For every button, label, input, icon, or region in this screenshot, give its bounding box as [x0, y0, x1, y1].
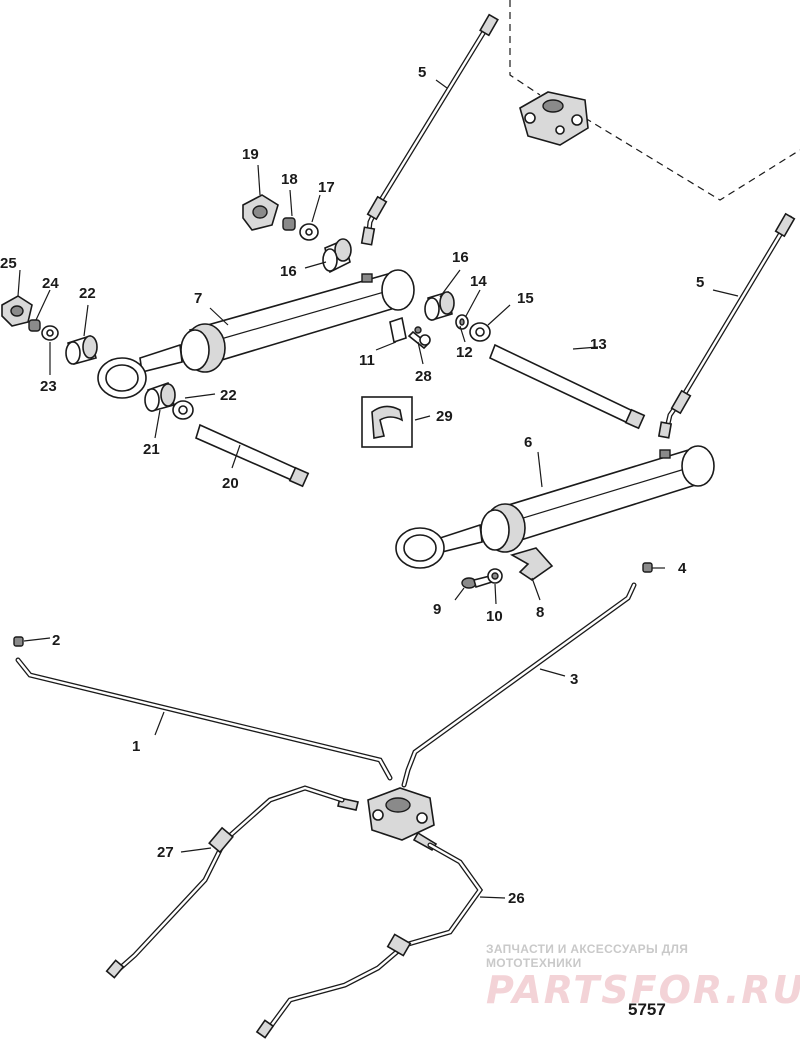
- callout-23: 23: [40, 378, 57, 395]
- reference-dashed-lines: [509, 0, 800, 201]
- diagram-number: 5757: [628, 1000, 666, 1019]
- callout-29: 29: [436, 408, 453, 425]
- part-1-line: [15, 657, 393, 781]
- part-22-bushing-left: [65, 334, 98, 365]
- part-6-steering-cylinder: [395, 445, 715, 569]
- part-25-nut-cap: [1, 295, 33, 327]
- part-5-hose-upper: [360, 13, 499, 246]
- part-21-bushing: [144, 381, 176, 412]
- part-16-bushing-right: [424, 290, 455, 322]
- callout-10: 10: [486, 608, 503, 625]
- watermark-brand-logo: PARTSFOR.RU: [486, 968, 800, 1012]
- callout-3: 3: [570, 671, 578, 688]
- callout-2: 2: [52, 632, 60, 649]
- callout-26: 26: [508, 890, 525, 907]
- callout-14: 14: [470, 273, 487, 290]
- callout-18: 18: [281, 171, 298, 188]
- part-18-nut: [282, 217, 296, 231]
- part-23-washer: [41, 325, 59, 341]
- part-24-nut: [28, 319, 41, 332]
- callout-labels: 1 2 3 4 5 5 6 7 8 9 10 11 12 13 14 15 16…: [0, 64, 704, 907]
- callout-6: 6: [524, 434, 532, 451]
- callout-27: 27: [157, 844, 174, 861]
- callout-19: 19: [242, 146, 259, 163]
- callout-12: 12: [456, 344, 473, 361]
- callout-13: 13: [590, 336, 607, 353]
- callout-5-upper: 5: [418, 64, 426, 81]
- callout-22-left: 22: [79, 285, 96, 302]
- callout-17: 17: [318, 179, 335, 196]
- part-4-fitting: [642, 562, 653, 573]
- callout-16-upper: 16: [280, 263, 297, 280]
- callout-8: 8: [536, 604, 544, 621]
- callout-24: 24: [42, 275, 59, 292]
- part-12-washer: [419, 334, 431, 346]
- part-14-ring: [455, 314, 469, 330]
- part-17-washer: [299, 223, 319, 241]
- callout-21: 21: [143, 441, 160, 458]
- part-2-fitting: [13, 636, 24, 647]
- callout-9: 9: [433, 601, 441, 618]
- part-10-lockwasher: [487, 568, 503, 584]
- part-26-hose: [255, 842, 484, 1039]
- helm-pump: [337, 787, 438, 852]
- callout-7: 7: [194, 290, 202, 307]
- callout-5-right: 5: [696, 274, 704, 291]
- callout-25: 25: [0, 255, 17, 272]
- part-7-steering-cylinder: [97, 269, 415, 399]
- callout-1: 1: [132, 738, 140, 755]
- part-8-clip: [509, 547, 554, 581]
- leader-lines: [17, 79, 739, 899]
- callout-16-right: 16: [452, 249, 469, 266]
- part-20-tube: [195, 423, 310, 488]
- part-16-bushing-upper: [322, 238, 352, 274]
- callout-15: 15: [517, 290, 534, 307]
- part-3-line: [401, 582, 637, 788]
- part-5-hose-right: [657, 212, 796, 439]
- callout-11: 11: [359, 352, 375, 369]
- callout-4: 4: [678, 560, 687, 577]
- part-22-washer: [172, 400, 194, 420]
- part-13-tube: [488, 343, 646, 430]
- part-19-nut-cap: [242, 194, 279, 231]
- reference-helm-pump: [519, 91, 589, 146]
- part-15-washer: [469, 322, 491, 342]
- part-27-hose: [105, 785, 345, 979]
- callout-28: 28: [415, 368, 432, 385]
- callout-20: 20: [222, 475, 239, 492]
- watermark: ЗАПЧАСТИ И АКСЕССУАРЫ ДЛЯ МОТОТЕХНИКИ PA…: [486, 942, 800, 1012]
- part-11-bracket: [389, 316, 407, 344]
- watermark-tagline: ЗАПЧАСТИ И АКСЕССУАРЫ ДЛЯ МОТОТЕХНИКИ: [486, 942, 689, 970]
- part-29-clip-box: [361, 396, 413, 448]
- callout-22-lower: 22: [220, 387, 237, 404]
